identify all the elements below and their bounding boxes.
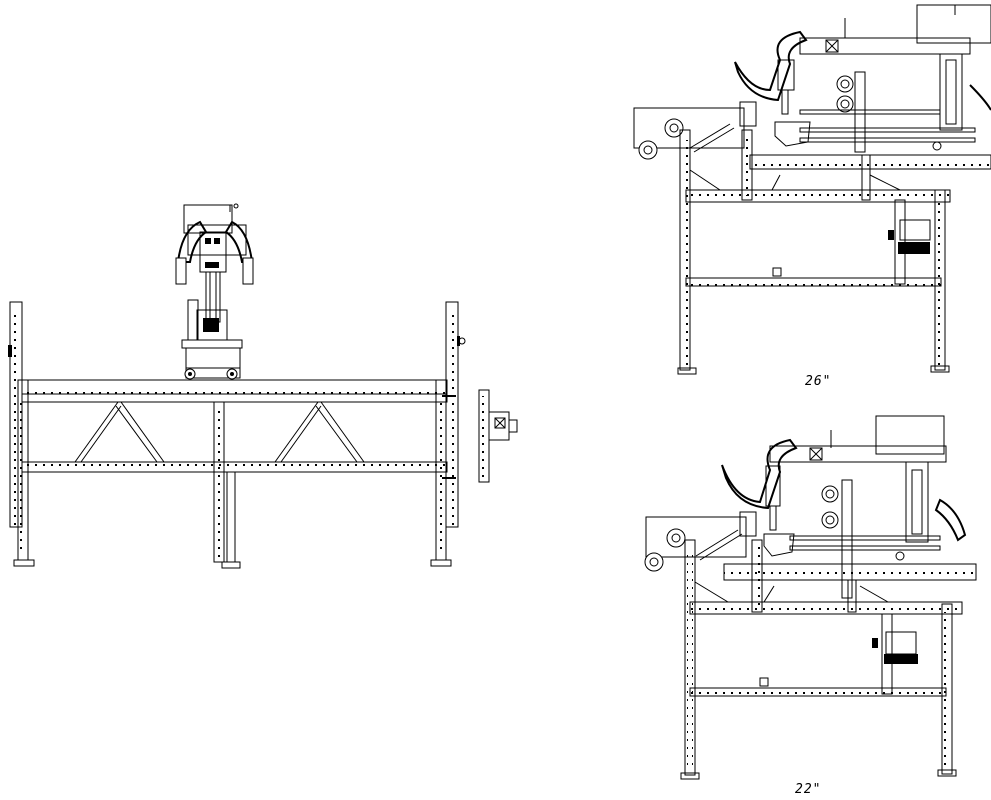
truss-right [274,401,365,463]
bracket-detail [478,389,518,483]
lower-beam-holes [22,464,447,470]
right-foot [430,559,452,567]
side-view-lower [644,415,977,780]
upper-head-box [916,4,991,44]
lower-view-label: 22" [795,782,822,797]
side-view-upper [633,4,991,375]
front-view [8,203,518,569]
left-foot [13,559,35,567]
lower-arm [769,445,947,463]
top-rail-holes [22,388,447,394]
upper-beam [21,393,448,403]
lower-head-box [875,415,945,455]
sewing-machine-front [175,203,254,380]
upper-arm [799,37,971,55]
truss-left [74,401,165,463]
upper-view-label: 26" [805,374,832,389]
center-leg [213,401,225,563]
center-foot [221,561,241,569]
